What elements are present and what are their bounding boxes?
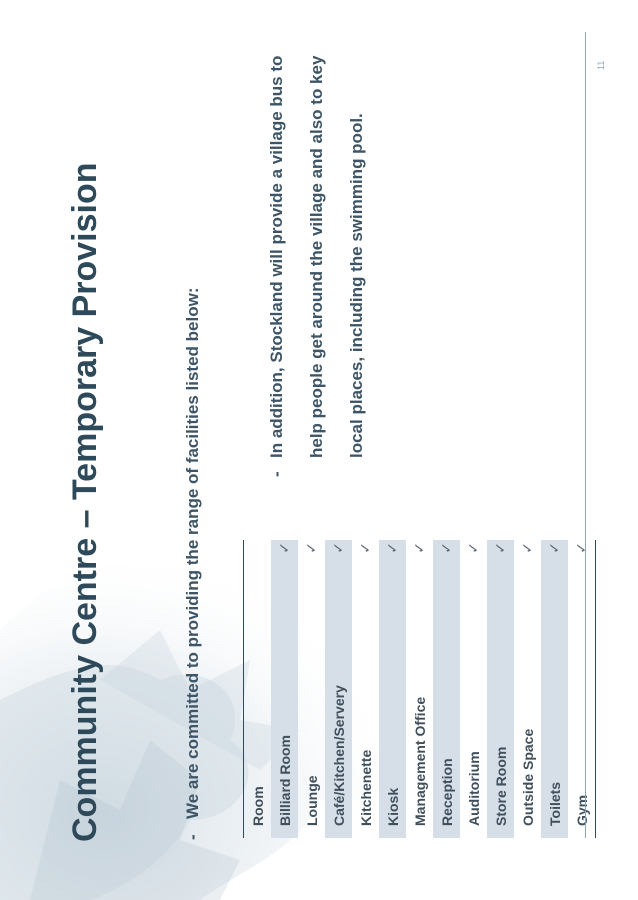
checkmark-icon: ✓	[357, 542, 373, 554]
table-row: Toilets✓	[541, 540, 568, 838]
room-name: Café/Kitchen/Servery	[325, 614, 352, 838]
room-name: Outside Space	[519, 728, 536, 826]
checkmark-icon: ✓	[541, 540, 568, 614]
table-row: Billiard Room✓	[271, 540, 298, 838]
table-row: Kiosk✓	[379, 540, 406, 838]
table-row: Reception✓	[433, 540, 460, 838]
room-name: Store Room	[487, 614, 514, 838]
intro-text: We are committed to providing the range …	[183, 287, 202, 820]
checkmark-icon: ✓	[379, 540, 406, 614]
table-row: Management Office ✓	[406, 540, 433, 838]
checkmark-icon: ✓	[487, 540, 514, 614]
checkmark-icon: ✓	[433, 540, 460, 614]
checkmark-icon: ✓	[465, 542, 481, 554]
table-row: Kitchenette ✓	[352, 540, 379, 838]
checkmark-icon: ✓	[519, 542, 535, 554]
table-row: Lounge ✓	[298, 540, 325, 838]
room-name: Billiard Room	[271, 614, 298, 838]
bullet-dash: -	[183, 834, 202, 840]
room-name: Reception	[433, 614, 460, 838]
table-row: Auditorium ✓	[460, 540, 487, 838]
room-name: Kitchenette	[357, 749, 374, 826]
room-name: Toilets	[541, 614, 568, 838]
divider-line	[585, 32, 586, 838]
room-name: Gym	[568, 614, 596, 838]
additional-bullet: - In addition, Stockland will provide a …	[257, 27, 377, 477]
checkmark-icon: ✓	[271, 540, 298, 614]
page-title: Community Centre – Temporary Provision	[66, 162, 104, 842]
checkmark-icon: ✓	[568, 540, 596, 614]
table-row: Store Room✓	[487, 540, 514, 838]
intro-bullet: - We are committed to providing the rang…	[183, 288, 203, 841]
checkmark-icon: ✓	[303, 542, 319, 554]
table-row: Outside Space ✓	[514, 540, 541, 838]
checkmark-icon: ✓	[411, 542, 427, 554]
room-name: Management Office	[411, 696, 428, 826]
column-header-room: Room	[243, 540, 271, 838]
room-name: Lounge	[303, 775, 320, 826]
table-header-row: Room	[243, 540, 271, 838]
room-name: Kiosk	[379, 614, 406, 838]
checkmark-icon: ✓	[325, 540, 352, 614]
room-name: Auditorium	[465, 751, 482, 826]
table-row: Café/Kitchen/Servery✓	[325, 540, 352, 838]
page-number: 11	[596, 60, 606, 70]
bullet-dash: -	[267, 471, 286, 477]
table-row: Gym✓	[568, 540, 596, 838]
additional-text: In addition, Stockland will provide a vi…	[267, 55, 366, 458]
